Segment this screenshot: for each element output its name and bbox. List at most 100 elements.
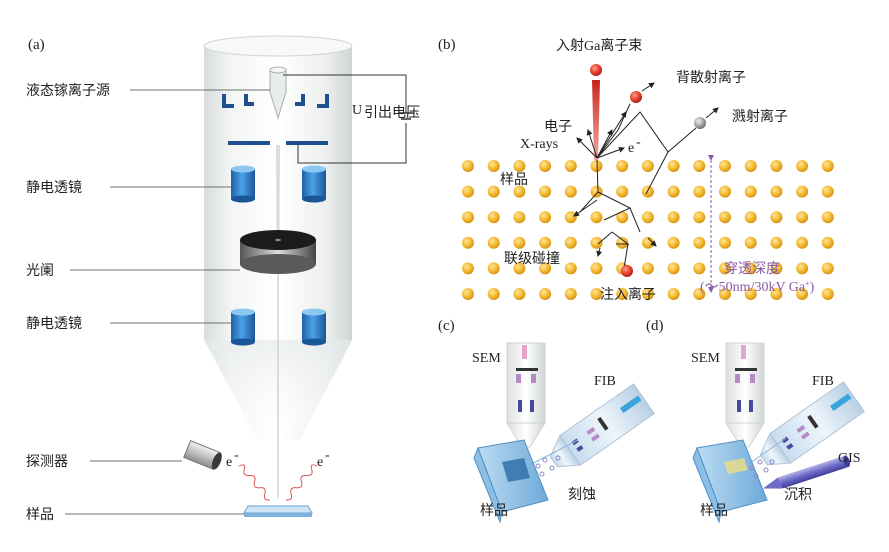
lattice-atom	[564, 211, 577, 224]
backscattered-ion	[630, 91, 642, 103]
lattice-atom	[590, 236, 603, 249]
lattice-atom	[487, 288, 500, 300]
lattice-atom	[693, 262, 706, 275]
label-fib-c: FIB	[594, 374, 616, 389]
lattice-atom	[667, 160, 680, 172]
lattice-atom	[667, 262, 680, 275]
lattice-atom	[770, 185, 783, 198]
lattice-atom	[821, 160, 834, 172]
lattice-atom	[719, 262, 731, 275]
lattice-atom	[744, 236, 757, 249]
label-sputter: 溅射离子	[732, 108, 788, 125]
incident-ion	[590, 64, 602, 76]
label-ion-source: 液态镓离子源	[26, 82, 110, 99]
panel-d: (d)	[646, 318, 865, 524]
lattice-atom	[564, 185, 577, 198]
fib-column-d	[759, 381, 865, 466]
lattice-atom	[513, 288, 526, 300]
label-sem-c: SEM	[472, 351, 501, 366]
ion-beam-upper	[276, 145, 280, 240]
extraction-voltage-circuit: U 引出电压	[283, 74, 420, 164]
lattice-atom	[616, 236, 629, 249]
collision-cascade	[574, 159, 657, 269]
lattice-atom	[744, 185, 757, 198]
lattice-atom	[821, 262, 834, 275]
depth-value-text: (～50nm/30kV Ga	[700, 280, 806, 295]
lattice-atom	[641, 185, 654, 198]
sample-block-d	[692, 439, 768, 524]
lattice-atom	[539, 185, 552, 198]
lattice-atom	[796, 160, 809, 172]
lattice-atom	[770, 236, 783, 249]
lattice-atom	[821, 211, 834, 224]
lattice-atom	[487, 211, 500, 224]
lattice-atom	[770, 160, 783, 172]
label-etch: 刻蚀	[568, 487, 596, 503]
lattice-atom	[462, 211, 474, 224]
electrostatic-lens-2	[231, 308, 326, 346]
label-depth: 穿透深度	[724, 261, 780, 277]
sputtered-ion	[694, 117, 706, 129]
lattice-atom	[719, 288, 731, 300]
deposition-particles-d	[749, 459, 775, 479]
panel-d-tag: (d)	[646, 318, 664, 334]
lattice-atom	[513, 262, 526, 275]
lattice-atom	[539, 160, 552, 172]
lattice-atom	[590, 288, 603, 300]
panel-c: (c) SEM FIB	[438, 318, 655, 524]
depth-value-sup: +	[805, 279, 810, 288]
lattice-atom	[667, 236, 680, 249]
panel-a: (a) U 引出电压	[26, 35, 420, 523]
label-sample-d: 样品	[700, 503, 728, 519]
lattice-atom	[487, 185, 500, 198]
lattice-atom	[539, 288, 552, 300]
electrostatic-lens-1	[231, 165, 326, 203]
lattice-atom	[616, 160, 629, 172]
lattice-atom	[513, 211, 526, 224]
lattice-atom	[821, 185, 834, 198]
label-e-minus: e	[628, 141, 634, 156]
lattice-atom	[744, 288, 757, 300]
label-implant: 注入离子	[600, 286, 656, 303]
lattice-atom	[719, 211, 731, 224]
lattice-atom	[719, 160, 731, 172]
electron-label-left: e	[226, 455, 232, 470]
electron-sup-right: -	[325, 448, 330, 463]
lattice-atom	[513, 185, 526, 198]
lattice-atom	[564, 262, 577, 275]
depth-value-close: )	[810, 280, 815, 295]
lattice-atom	[744, 160, 757, 172]
lattice-atom	[487, 160, 500, 172]
lattice-atom	[770, 262, 783, 275]
panel-b: (b) 入射Ga离子束 背散射离子	[438, 37, 834, 303]
backscatter-arrow	[641, 82, 655, 92]
lattice-atom	[590, 211, 603, 224]
lattice-atom	[821, 288, 834, 300]
label-fib-d: FIB	[812, 374, 834, 389]
lattice-atom	[744, 211, 757, 224]
lattice-atom	[590, 185, 603, 198]
label-lens-2: 静电透镜	[26, 316, 82, 332]
label-detector: 探测器	[26, 454, 68, 470]
lattice-atom	[796, 262, 809, 275]
label-backscatter: 背散射离子	[676, 69, 746, 86]
lattice-atom	[641, 211, 654, 224]
sample-slab	[243, 505, 313, 517]
sputtered-particles-c	[535, 455, 561, 477]
lattice-atom	[564, 288, 577, 300]
lattice-atom	[770, 211, 783, 224]
implanted-ion	[621, 265, 633, 277]
detector-cylinder	[183, 440, 222, 470]
label-depth-value: (～50nm/30kV Ga+)	[700, 279, 815, 295]
lattice-atom	[693, 185, 706, 198]
lattice-atom	[616, 185, 629, 198]
lattice-atom	[641, 262, 654, 275]
label-sample-b: 样品	[500, 172, 528, 188]
lattice-atom	[487, 262, 500, 275]
lattice-atom	[719, 236, 731, 249]
lattice-atom	[796, 236, 809, 249]
label-xrays: X-rays	[520, 137, 558, 152]
lattice-atom	[719, 185, 731, 198]
lattice-atom	[564, 160, 577, 172]
lattice-atom	[616, 288, 629, 300]
